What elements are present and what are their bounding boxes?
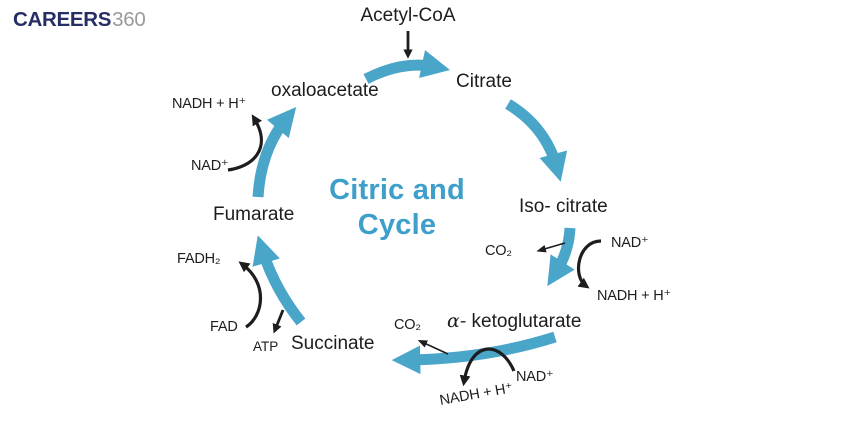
arrow-to-atp <box>272 309 285 334</box>
arrow-ketoglutarate-to-succinate <box>391 331 557 375</box>
node-oxaloacetate: oxaloacetate <box>271 80 379 101</box>
cofactor-nad-right: NAD⁺ <box>611 235 649 251</box>
arrow-citrate-to-isocitrate <box>505 99 568 182</box>
arrow-fumarate-to-oxaloacetate <box>252 107 297 198</box>
logo-careers-text: CAREERS <box>13 8 112 31</box>
node-acetyl-coa: Acetyl-CoA <box>360 5 456 26</box>
cofactor-co2-right: CO₂ <box>485 243 512 259</box>
cofactor-fadh2: FADH₂ <box>177 251 221 267</box>
diagram-title-line2: Cycle <box>357 209 437 242</box>
arrow-nad-to-nadh-left <box>227 114 263 172</box>
arrow-fad-to-fadh2 <box>238 261 263 329</box>
cofactor-nad-left: NAD⁺ <box>191 158 229 174</box>
node-iso-citrate: Iso- citrate <box>519 196 608 217</box>
ketoglutarate-text: ketoglutarate <box>466 311 582 332</box>
arrow-co2-release-bottom <box>417 339 449 355</box>
careers360-logo: CAREERS360 <box>13 8 146 32</box>
logo-360-text: 360 <box>112 8 146 31</box>
node-alpha-ketoglutarate: α- ketoglutarate <box>447 311 581 333</box>
arrow-co2-release-right <box>536 242 566 253</box>
diagram-title-line1: Citric and <box>329 174 465 206</box>
cofactor-nadh-left: NADH + H⁺ <box>172 96 246 112</box>
arrow-succinate-to-fumarate <box>252 235 306 326</box>
cofactor-nadh-right: NADH + H⁺ <box>597 288 671 304</box>
arrow-nad-to-nadh-right <box>576 239 602 289</box>
node-citrate: Citrate <box>456 71 512 92</box>
cofactor-nad-bottom: NAD⁺ <box>516 369 554 385</box>
arrow-isocitrate-to-ketoglutarate <box>547 227 576 287</box>
node-fumarate: Fumarate <box>213 204 295 225</box>
cofactor-atp: ATP <box>253 339 279 354</box>
node-succinate: Succinate <box>291 333 375 354</box>
alpha-symbol: α- <box>447 310 467 332</box>
arrow-oxaloacetate-to-citrate <box>363 50 450 84</box>
diagram-title: Citric and Cycle <box>297 173 497 244</box>
cofactor-fad: FAD <box>210 319 238 335</box>
cofactor-co2-bottom: CO₂ <box>394 317 421 333</box>
arrow-nad-to-nadh-bottom <box>459 347 516 387</box>
